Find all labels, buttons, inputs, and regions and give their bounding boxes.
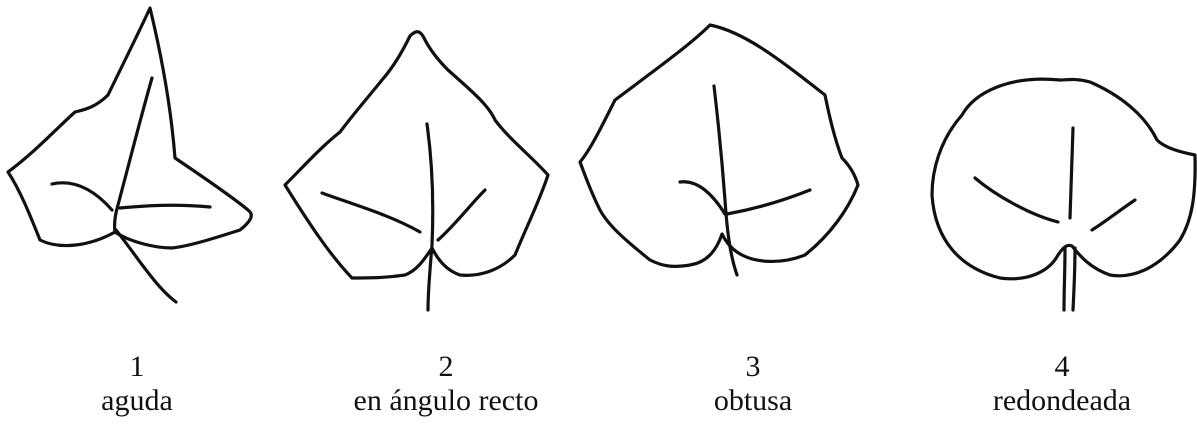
leaf-4-number: 4 [1054,350,1070,383]
leaf-4-drawing [930,77,1197,312]
leaf-2-vein-right [436,188,487,242]
leaf-4-midrib [1068,126,1075,220]
leaf-1-midrib [113,76,154,234]
leaf-1-drawing [6,6,253,304]
leaf-3-number: 3 [745,350,761,383]
leaf-2-number: 2 [438,350,454,383]
leaf-1-vein-right [118,203,212,210]
leaf-3-outline [578,23,860,268]
leaf-3-drawing [578,23,860,277]
leaf-1-outline [6,6,253,250]
leaf-4-vein-right [1090,198,1137,232]
leaf-4-vein-left [973,176,1060,224]
leaf-2-outline [283,30,550,280]
leaf-1-number: 1 [129,350,145,383]
leaf-2-label: en ángulo recto [353,384,539,417]
leaf-3-vein-right [725,188,812,216]
leaf-1-label: aguda [101,384,173,417]
leaf-4-caption: 4 redondeada [912,350,1197,418]
leaf-2-midrib [425,122,435,312]
leaf-1-caption: 1 aguda [0,350,287,418]
leaf-4-outline [930,77,1197,281]
leaf-1-vein-left [50,181,114,212]
leaf-4-petiole-left [1062,246,1067,312]
leaf-3-label: obtusa [713,384,793,417]
leaf-1-petiole [114,228,178,304]
leaf-3-vein-left [678,180,727,216]
leaf-3-midrib [712,84,739,277]
leaf-4-label: redondeada [992,384,1132,417]
leaf-3-caption: 3 obtusa [603,350,903,418]
leaf-drawings [6,6,1197,312]
leaf-4-petiole-right [1071,246,1077,312]
leaf-2-drawing [283,30,550,312]
leaf-2-vein-left [320,191,422,234]
leaf-2-caption: 2 en ángulo recto [296,350,596,418]
